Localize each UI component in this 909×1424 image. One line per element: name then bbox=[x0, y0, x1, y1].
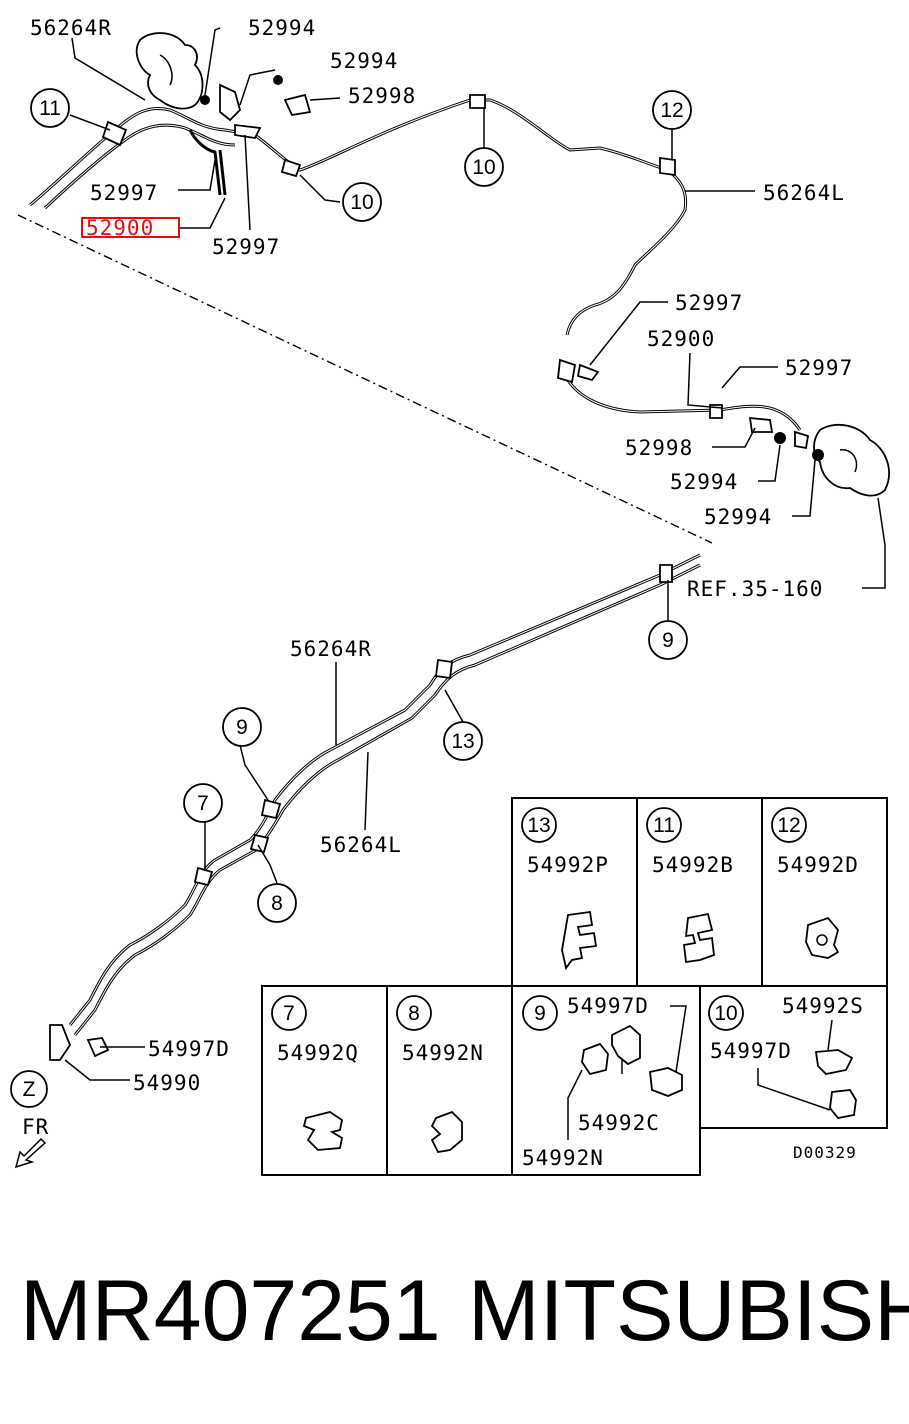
clip-54992S-icon bbox=[814, 1049, 854, 1075]
callout-9-b: 9 bbox=[222, 707, 262, 747]
legend-cell-12: 12 54992D bbox=[771, 807, 859, 959]
callout-13: 13 bbox=[443, 721, 483, 761]
clip-54992Q-icon bbox=[302, 1111, 344, 1151]
label-56264R-mid: 56264R bbox=[290, 637, 372, 661]
label-54997D-a: 54997D bbox=[148, 1037, 230, 1061]
svg-text:10: 10 bbox=[714, 1002, 737, 1025]
bolt-54997D-icon bbox=[649, 1067, 683, 1097]
label-56264R-top: 56264R bbox=[30, 16, 112, 40]
footer-part-number: MR407251 bbox=[20, 1263, 441, 1359]
label-52997-d: 52997 bbox=[785, 356, 853, 380]
footer-brand: MITSUBISHI bbox=[468, 1263, 909, 1359]
legend-cell-10: 10 54992S 54997D bbox=[708, 994, 864, 1119]
legend-part-54992D: 54992D bbox=[777, 853, 859, 877]
svg-text:10: 10 bbox=[350, 191, 373, 214]
legend-table bbox=[261, 797, 888, 1176]
legend-cell-13: 13 54992P bbox=[521, 807, 609, 971]
caliper-front-left bbox=[135, 32, 262, 139]
svg-text:Z: Z bbox=[23, 1078, 36, 1101]
legend-part-54997D-c: 54997D bbox=[710, 1039, 792, 1063]
svg-text:12: 12 bbox=[777, 814, 800, 837]
callout-9-a: 9 bbox=[648, 620, 688, 660]
svg-text:8: 8 bbox=[271, 892, 283, 915]
label-52994-a: 52994 bbox=[248, 16, 316, 40]
callout-10-a: 10 bbox=[464, 147, 504, 187]
legend-part-54992Q: 54992Q bbox=[277, 1041, 359, 1065]
callout-8: 8 bbox=[257, 883, 297, 923]
svg-text:7: 7 bbox=[197, 792, 209, 815]
label-52994-c: 52994 bbox=[670, 470, 738, 494]
svg-text:13: 13 bbox=[527, 814, 550, 837]
svg-text:11: 11 bbox=[653, 814, 675, 837]
callout-12: 12 bbox=[652, 90, 692, 130]
svg-text:7: 7 bbox=[283, 1002, 295, 1025]
legend-cell-8: 8 54992N bbox=[396, 995, 484, 1153]
legend-part-54992P: 54992P bbox=[527, 853, 609, 877]
label-ref: REF.35-160 bbox=[687, 577, 823, 601]
legend-part-54992S: 54992S bbox=[782, 994, 864, 1018]
label-52997-b: 52997 bbox=[212, 235, 280, 259]
svg-text:8: 8 bbox=[408, 1002, 420, 1025]
view-z-marker: Z bbox=[10, 1070, 48, 1108]
legend-part-54997D-b: 54997D bbox=[567, 994, 649, 1018]
legend-cell-9: 9 54997D 54992C 54992N bbox=[522, 994, 687, 1170]
view-connector-line bbox=[17, 214, 713, 544]
label-52900-b: 52900 bbox=[647, 327, 715, 351]
label-54990: 54990 bbox=[133, 1071, 201, 1095]
label-52998-a: 52998 bbox=[348, 84, 416, 108]
svg-text:9: 9 bbox=[236, 716, 248, 739]
svg-text:12: 12 bbox=[660, 99, 683, 122]
legend-part-54992B: 54992B bbox=[652, 853, 734, 877]
label-56264L-top: 56264L bbox=[763, 181, 845, 205]
svg-text:9: 9 bbox=[662, 629, 674, 652]
clip-54992P-icon bbox=[561, 910, 598, 971]
legend-part-54992C: 54992C bbox=[578, 1111, 660, 1135]
svg-text:9: 9 bbox=[534, 1002, 546, 1025]
clip-54992N-small-icon bbox=[581, 1042, 609, 1076]
legend-part-54992N: 54992N bbox=[402, 1041, 484, 1065]
lower-brake-pipes bbox=[49, 553, 701, 1061]
caliper-rear-right bbox=[557, 358, 890, 497]
legend-cell-11: 11 54992B bbox=[646, 807, 734, 964]
bolt-54997D-b-icon bbox=[829, 1089, 857, 1119]
front-arrow-icon bbox=[14, 1137, 47, 1169]
label-52994-d: 52994 bbox=[704, 505, 772, 529]
upper-brake-pipes bbox=[29, 98, 802, 431]
label-52900-highlighted: 52900 bbox=[86, 216, 154, 240]
legend-cell-7: 7 54992Q bbox=[271, 995, 359, 1151]
svg-text:10: 10 bbox=[472, 156, 495, 179]
label-diagram-code: D00329 bbox=[793, 1143, 857, 1162]
label-fr: FR bbox=[22, 1115, 49, 1139]
label-56264L-mid: 56264L bbox=[320, 833, 402, 857]
label-52997-c: 52997 bbox=[675, 291, 743, 315]
callout-10-b: 10 bbox=[342, 182, 382, 222]
legend-part-54992N-b: 54992N bbox=[522, 1146, 604, 1170]
callout-7: 7 bbox=[183, 783, 223, 823]
clip-54992C-icon bbox=[611, 1024, 641, 1066]
clip-54992B-icon bbox=[683, 912, 715, 964]
svg-text:11: 11 bbox=[39, 97, 61, 120]
label-52997-a: 52997 bbox=[90, 181, 158, 205]
clip-54992N-icon bbox=[430, 1110, 463, 1153]
callout-11: 11 bbox=[30, 88, 70, 128]
label-52994-b: 52994 bbox=[330, 49, 398, 73]
highlight-box bbox=[81, 217, 180, 238]
leader-lines bbox=[64, 27, 886, 1081]
top-fittings bbox=[101, 75, 676, 178]
label-52998-b: 52998 bbox=[625, 436, 693, 460]
svg-text:13: 13 bbox=[451, 730, 474, 753]
